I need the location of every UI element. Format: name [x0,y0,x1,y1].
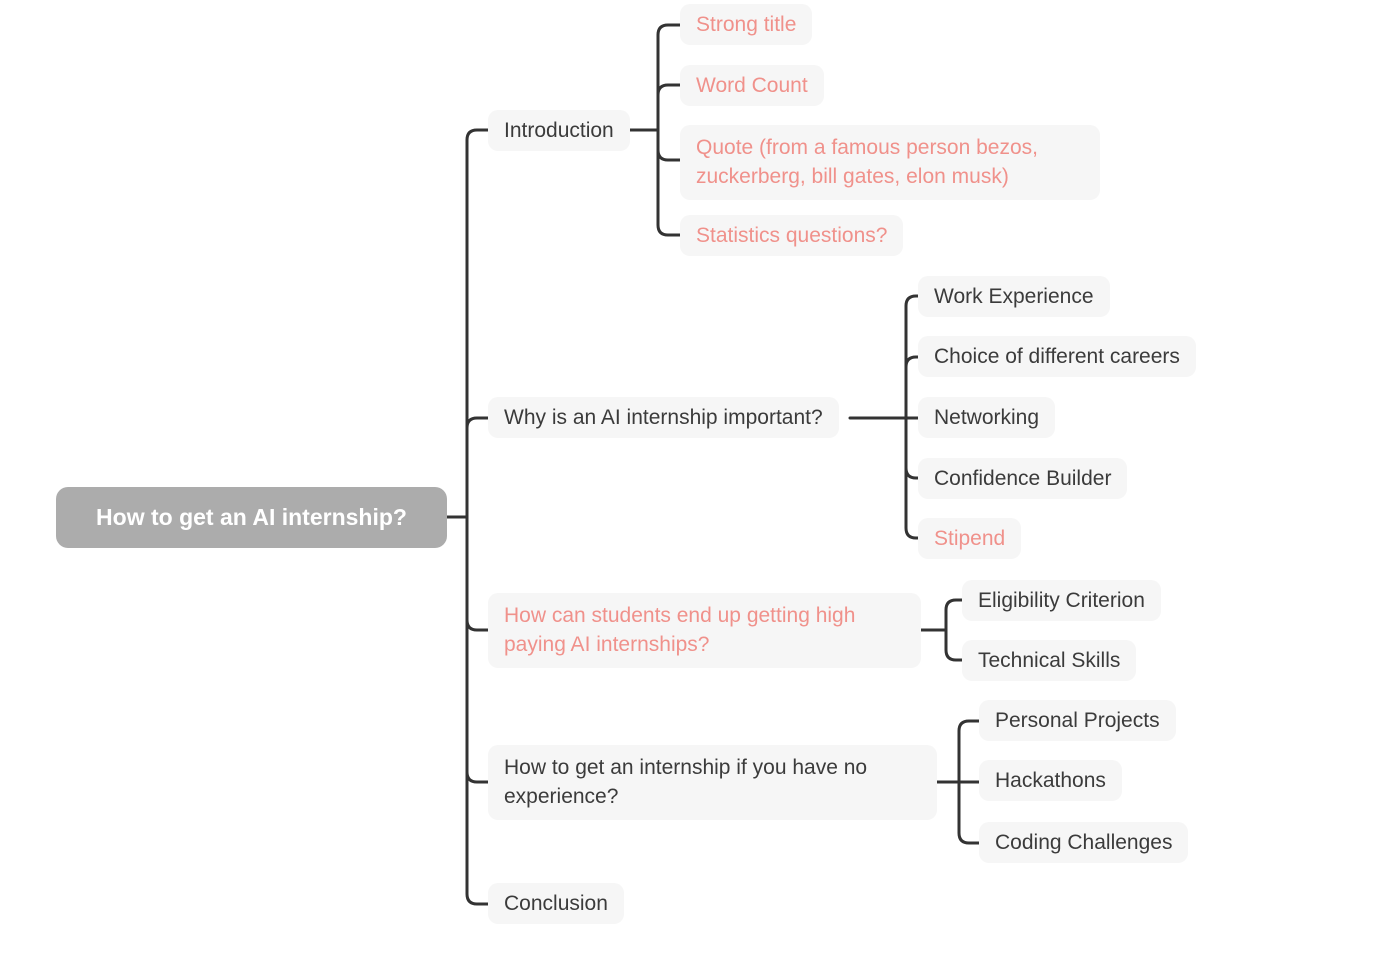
node-confidence-builder[interactable]: Confidence Builder [918,458,1128,499]
node-introduction[interactable]: Introduction [488,110,630,151]
node-choice-of-careers[interactable]: Choice of different careers [918,336,1196,377]
node-strong-title[interactable]: Strong title [680,4,813,45]
branch-connectors-high-paying [919,598,976,662]
node-technical-skills[interactable]: Technical Skills [962,640,1137,681]
node-no-experience[interactable]: How to get an internship if you have no … [488,745,937,820]
node-work-experience[interactable]: Work Experience [918,276,1110,317]
branch-connectors-root [445,128,502,906]
node-conclusion[interactable]: Conclusion [488,883,624,924]
node-quote[interactable]: Quote (from a famous person bezos, zucke… [680,125,1100,200]
branch-connectors-why-important [848,294,932,540]
node-eligibility-criterion[interactable]: Eligibility Criterion [962,580,1161,621]
node-stipend[interactable]: Stipend [918,518,1022,559]
node-personal-projects[interactable]: Personal Projects [979,700,1176,741]
node-root[interactable]: How to get an AI internship? [56,487,447,548]
node-hackathons[interactable]: Hackathons [979,760,1122,801]
node-why-important[interactable]: Why is an AI internship important? [488,397,839,438]
node-high-paying-internships[interactable]: How can students end up getting high pay… [488,593,921,668]
node-networking[interactable]: Networking [918,397,1056,438]
node-coding-challenges[interactable]: Coding Challenges [979,822,1189,863]
node-statistics-questions[interactable]: Statistics questions? [680,215,904,256]
node-word-count[interactable]: Word Count [680,65,824,106]
